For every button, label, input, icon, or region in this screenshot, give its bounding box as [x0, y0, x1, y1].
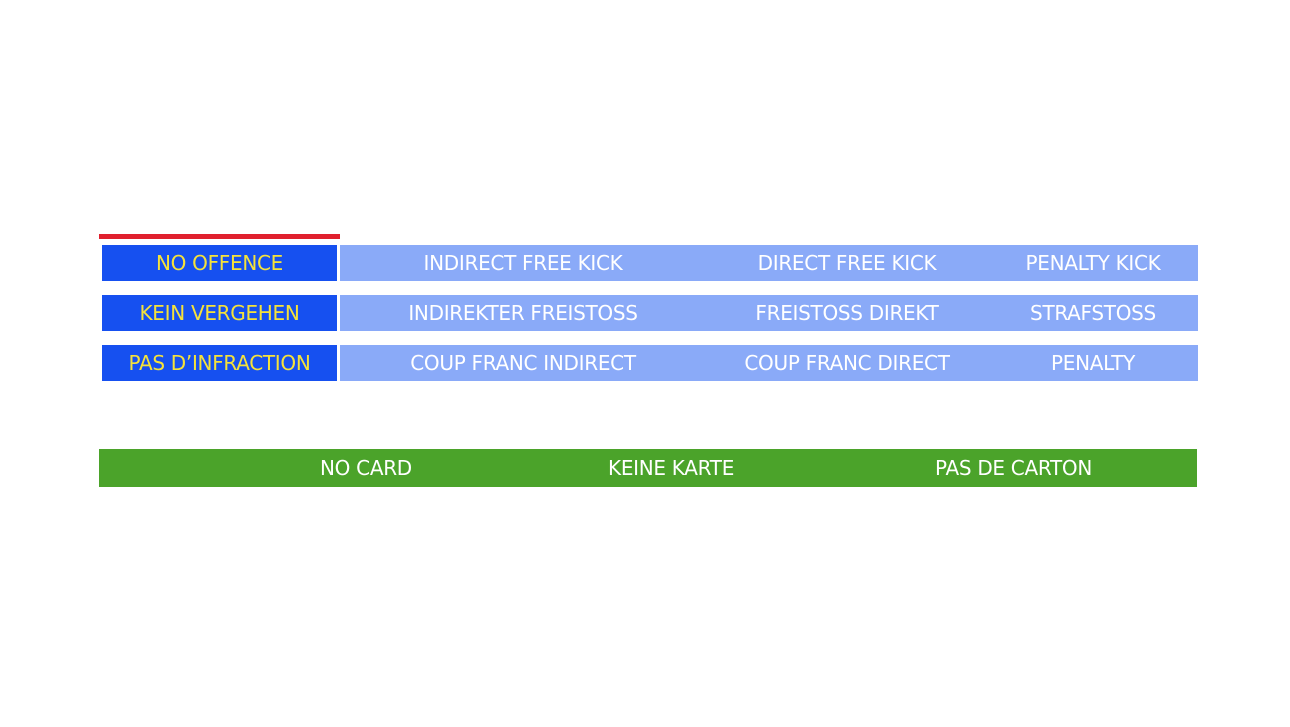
option-no-offence[interactable]: NO OFFENCE [102, 245, 337, 281]
option-indirect-free-kick[interactable]: INDIRECT FREE KICK [423, 251, 623, 275]
card-option-pas-de-carton[interactable]: PAS DE CARTON [935, 456, 1093, 480]
sanction-options-english: INDIRECT FREE KICK DIRECT FREE KICK PENA… [340, 245, 1198, 281]
decision-row-english: NO OFFENCE INDIRECT FREE KICK DIRECT FRE… [102, 245, 1198, 281]
option-strafstoss[interactable]: STRAFSTOSS [1030, 301, 1156, 325]
option-freistoss-direkt[interactable]: FREISTOSS DIREKT [755, 301, 939, 325]
option-direct-free-kick[interactable]: DIRECT FREE KICK [757, 251, 937, 275]
option-pas-d-infraction[interactable]: PAS D’INFRACTION [102, 345, 337, 381]
sanction-options-german: INDIREKTER FREISTOSS FREISTOSS DIREKT ST… [340, 295, 1198, 331]
card-decision-bar[interactable]: NO CARD KEINE KARTE PAS DE CARTON [99, 449, 1197, 487]
option-coup-franc-indirect[interactable]: COUP FRANC INDIRECT [410, 351, 636, 375]
option-coup-franc-direct[interactable]: COUP FRANC DIRECT [744, 351, 950, 375]
sanction-options-french: COUP FRANC INDIRECT COUP FRANC DIRECT PE… [340, 345, 1198, 381]
card-option-keine-karte[interactable]: KEINE KARTE [608, 456, 735, 480]
option-kein-vergehen[interactable]: KEIN VERGEHEN [102, 295, 337, 331]
decision-row-french: PAS D’INFRACTION COUP FRANC INDIRECT COU… [102, 345, 1198, 381]
option-penalty[interactable]: PENALTY [1050, 351, 1136, 375]
selected-indicator-line [99, 234, 340, 239]
card-option-no-card[interactable]: NO CARD [320, 456, 412, 480]
decision-row-german: KEIN VERGEHEN INDIREKTER FREISTOSS FREIS… [102, 295, 1198, 331]
option-penalty-kick[interactable]: PENALTY KICK [1025, 251, 1161, 275]
option-indirekter-freistoss[interactable]: INDIREKTER FREISTOSS [408, 301, 638, 325]
